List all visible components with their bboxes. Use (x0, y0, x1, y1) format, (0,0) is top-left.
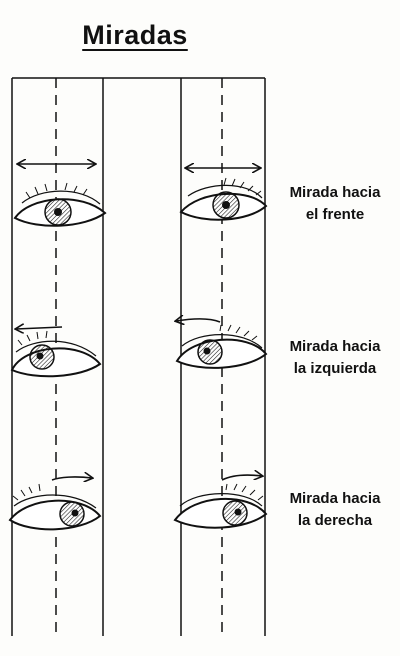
eye-left-looking-right (8, 483, 102, 531)
caption-line: la izquierda (293, 360, 377, 377)
page-title: Miradas (82, 20, 188, 50)
caption-gaze-front: Mirada hacia el frente (272, 182, 398, 226)
gaze-arrow-left (176, 319, 221, 322)
eye-right-looking-left (175, 324, 268, 369)
eye-right-looking-right (173, 483, 268, 529)
row-gaze-front (13, 164, 268, 227)
caption-gaze-right: Mirada hacia la derecha (272, 488, 398, 532)
caption-line: Mirada hacia (289, 338, 381, 355)
caption-line: el frente (305, 206, 365, 223)
row-gaze-right (8, 475, 268, 531)
caption-line: Mirada hacia (289, 490, 381, 507)
gaze-arrow-left (16, 327, 63, 329)
eye-left-front (13, 182, 107, 227)
eye-right-front (179, 177, 268, 221)
gaze-arrow-right (221, 475, 262, 480)
gaze-arrow-right (51, 477, 92, 480)
row-gaze-left (10, 319, 268, 378)
caption-line: la derecha (297, 512, 373, 529)
caption-line: Mirada hacia (289, 184, 381, 201)
eye-left-looking-left (10, 330, 102, 378)
caption-gaze-left: Mirada hacia la izquierda (272, 336, 398, 380)
